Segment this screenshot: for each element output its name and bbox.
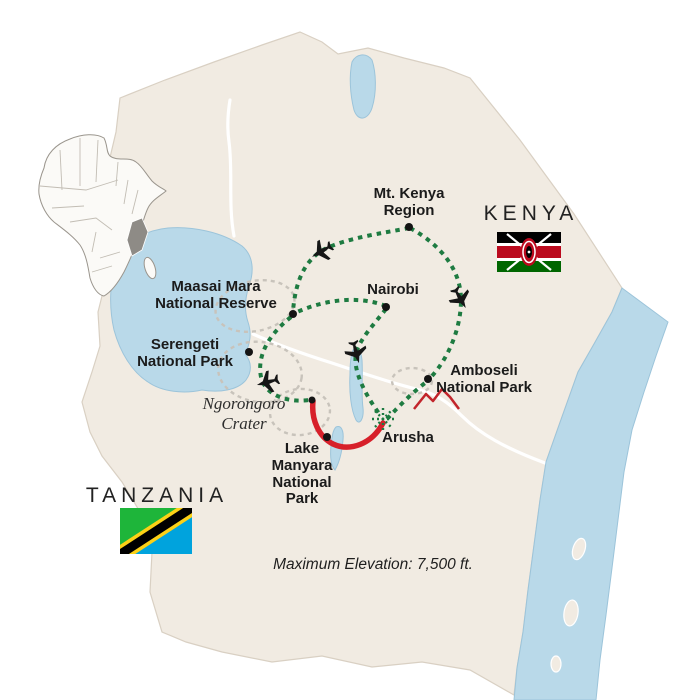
coastal-islands [550, 537, 587, 673]
drive-route-arusha-manyara-ngorongoro [309, 398, 386, 450]
island-zanzibar [563, 599, 579, 627]
flight-route-mt-kenya-amboseli [409, 226, 464, 379]
marker-maasai-mara [289, 310, 297, 318]
island-pemba [571, 537, 587, 561]
label-country-tanzania: TANZANIA [85, 484, 229, 507]
marker-amboseli [424, 375, 432, 383]
label-lake-manyara: Lake Manyara National Park [271, 440, 333, 508]
indian-ocean [513, 287, 669, 700]
flight-route-arusha-amboseli [385, 381, 427, 421]
marker-lake-manyara [323, 433, 331, 441]
madagascar [143, 256, 157, 280]
africa-country-borders [39, 138, 139, 273]
kenya-tanzania-border [251, 332, 547, 465]
marker-nairobi [382, 303, 390, 311]
label-country-kenya: KENYA [483, 202, 579, 225]
label-ngorongoro-crater: Ngorongoro Crater [202, 394, 286, 433]
loop-serengeti [216, 340, 304, 404]
label-nairobi: Nairobi [367, 281, 419, 298]
destination-markers [245, 223, 432, 441]
label-amboseli: Amboseli National Park [436, 362, 532, 396]
island-mafia [550, 655, 562, 673]
africa-locator-map [38, 134, 167, 297]
loop-ngorongoro [268, 387, 332, 437]
kilimanjaro-icon [413, 387, 460, 410]
highlighted-region-kenya-tanzania [126, 217, 149, 257]
label-arusha: Arusha [382, 429, 434, 446]
label-serengeti: Serengeti National Park [137, 336, 233, 370]
max-elevation-note: Maximum Elevation: 7,500 ft. [273, 556, 473, 573]
label-mt-kenya-region: Mt. Kenya Region [373, 185, 445, 219]
label-maasai-mara: Maasai Mara National Reserve [155, 278, 277, 312]
loop-amboseli [390, 366, 434, 396]
marker-serengeti [245, 348, 253, 356]
marker-ngorongoro [308, 396, 316, 404]
marker-mt-kenya [405, 223, 413, 231]
flight-route-maasai-mara-serengeti [258, 315, 310, 403]
lake-natron [349, 347, 364, 423]
country-borders [226, 98, 547, 465]
arusha-star-icon [372, 408, 394, 430]
kenya-uganda-border [226, 98, 236, 238]
lake-turkana [349, 54, 376, 119]
